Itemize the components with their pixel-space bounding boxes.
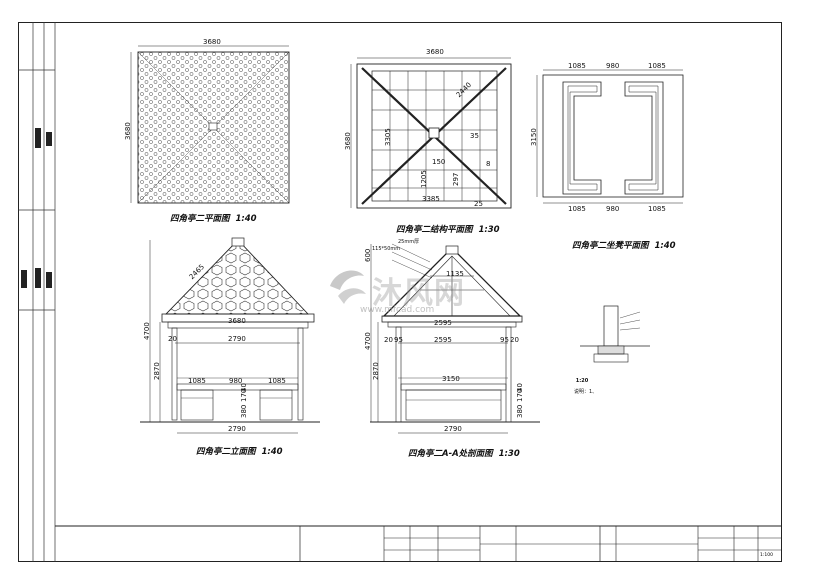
section-d95a: 95 (394, 336, 403, 344)
elevation-total-height: 4700 (143, 322, 151, 340)
structure-plan-d150: 150 (432, 158, 446, 166)
structure-plan-d25: 25 (474, 200, 483, 208)
section-drawing (370, 243, 540, 434)
section-seat-h1: 380 (516, 404, 524, 418)
section-d3150: 3150 (442, 375, 460, 383)
section-total-height: 4700 (364, 332, 372, 350)
seat-plan-top-2: 980 (606, 62, 620, 70)
drawing-frame (18, 22, 782, 562)
structure-plan-width: 3680 (426, 48, 444, 56)
roof-plan-title: 四角亭二平面图 1:40 (170, 212, 257, 224)
elevation-seat-h3: 40 (240, 383, 248, 392)
elevation-seat-3: 1085 (268, 377, 286, 385)
watermark-text: 沐风网 (372, 276, 465, 311)
seat-plan-height: 3150 (530, 128, 538, 146)
seat-plan-top-1: 1085 (568, 62, 586, 70)
tb-scale: 1:100 (760, 553, 773, 558)
section-d20b: 20 (510, 336, 519, 344)
elevation-base: 2790 (228, 425, 246, 433)
seat-plan-top-3: 1085 (648, 62, 666, 70)
seat-plan-scale: 1:40 (654, 241, 676, 251)
detail-scale: 1:20 (575, 378, 589, 384)
structure-plan (350, 57, 512, 209)
seat-plan-title-text: 四角亭二坐凳平面图 (572, 241, 649, 251)
title-block-lines (55, 525, 782, 562)
elevation-eave: 3680 (228, 317, 246, 325)
detail-note-line1: 说明：1、 (574, 388, 597, 395)
seat-plan-bottom-1: 1085 (568, 205, 586, 213)
section-note-1: 25mm厚 (398, 239, 420, 245)
section-column-height: 2870 (372, 362, 380, 380)
section-d2595a: 2595 (434, 319, 452, 327)
elevation-title-text: 四角亭二立面图 (196, 447, 256, 457)
structure-plan-d35: 35 (470, 132, 479, 140)
seat-plan-title: 四角亭二坐凳平面图 1:40 (572, 239, 676, 251)
structure-plan-d1205: 1205 (420, 170, 428, 188)
structure-plan-scale: 1:30 (478, 225, 500, 235)
elevation-seat-h1: 380 (240, 404, 248, 418)
elevation-seat-1: 1085 (188, 377, 206, 385)
seat-plan-bottom-2: 980 (606, 205, 620, 213)
elevation-column-height: 2870 (153, 362, 161, 380)
section-note-2: 115*50mm (372, 246, 401, 252)
left-margin-marks (21, 128, 52, 288)
seat-plan-bottom-3: 1085 (648, 205, 666, 213)
detail-title: 1:20 (574, 378, 588, 384)
detail-note-prefix: 说明：1、 (574, 389, 598, 395)
section-d600: 600 (364, 248, 372, 262)
section-d20a: 20 (384, 336, 393, 344)
roof-plan-width: 3680 (203, 38, 221, 46)
section-title: 四角亭二A-A处剖面图 1:30 (408, 447, 520, 459)
watermark-logo (330, 270, 366, 304)
structure-plan-title-text: 四角亭二结构平面图 (396, 225, 473, 235)
left-margin-strips (18, 22, 56, 562)
roof-plan (130, 45, 290, 204)
elevation-title: 四角亭二立面图 1:40 (196, 445, 283, 457)
elevation-d2790a: 2790 (228, 335, 246, 343)
structure-plan-d297: 297 (452, 172, 460, 186)
structure-plan-d8: 8 (486, 160, 491, 168)
seat-plan (536, 69, 684, 204)
roof-plan-title-text: 四角亭二平面图 (170, 214, 230, 224)
section-scale: 1:30 (498, 449, 520, 459)
structure-plan-inner: 3305 (384, 128, 392, 146)
elevation-d20: 20 (168, 335, 177, 343)
section-base: 2790 (444, 425, 462, 433)
section-d95b: 95 (500, 336, 509, 344)
structure-plan-title: 四角亭二结构平面图 1:30 (396, 223, 500, 235)
roof-plan-scale: 1:40 (235, 214, 257, 224)
section-d1135: 1135 (446, 270, 464, 278)
elevation-seat-2: 980 (229, 377, 243, 385)
footing-detail (580, 305, 650, 363)
roof-plan-height: 3680 (124, 122, 132, 140)
elevation-scale: 1:40 (261, 447, 283, 457)
structure-plan-bottom: 3385 (422, 195, 440, 203)
section-seat-h3: 40 (516, 383, 524, 392)
watermark-url: www.mfcad.com (360, 305, 435, 315)
elevation-drawing (140, 237, 320, 434)
section-title-text: 四角亭二A-A处剖面图 (408, 449, 493, 459)
structure-plan-height: 3680 (344, 132, 352, 150)
section-d2595b: 2595 (434, 336, 452, 344)
